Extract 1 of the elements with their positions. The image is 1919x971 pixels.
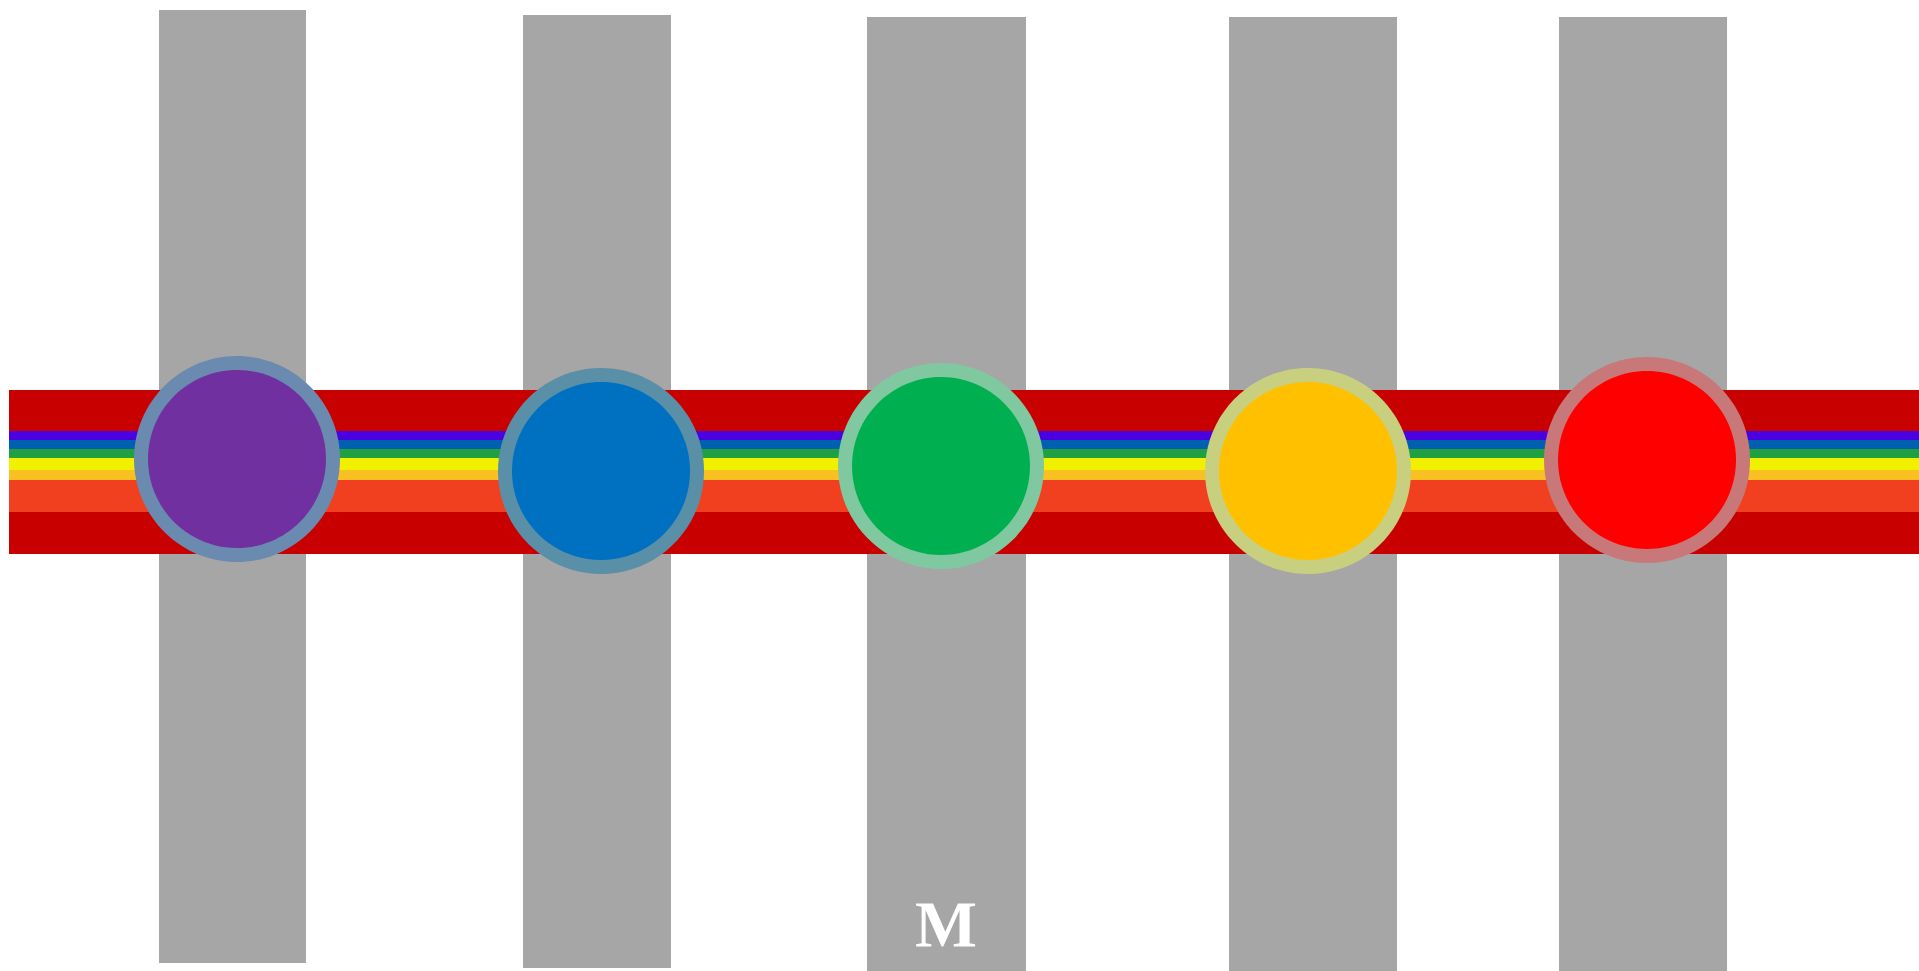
letter-label: M: [916, 903, 976, 947]
